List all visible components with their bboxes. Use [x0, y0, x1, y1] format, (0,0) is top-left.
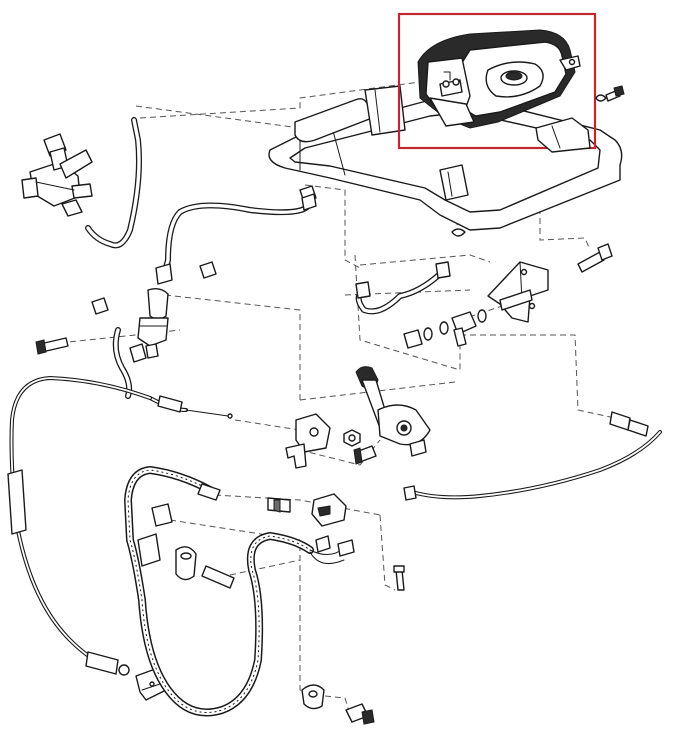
ground-bolt — [345, 703, 375, 725]
fuel-hose-lower — [112, 327, 133, 399]
fuel-filter — [137, 287, 169, 359]
fuel-tap-fitting — [403, 309, 487, 349]
throttle-bolt — [353, 445, 377, 465]
wiring-harness — [124, 466, 355, 717]
switch-block — [311, 493, 347, 527]
throttle-nut — [343, 429, 361, 447]
fuel-hose-upper — [85, 117, 142, 249]
switch-housing — [285, 413, 331, 469]
bolt-right — [577, 243, 613, 273]
throttle-cable-right — [403, 411, 662, 501]
bolt-left — [35, 337, 69, 355]
fuel-hose-middle — [161, 202, 311, 278]
rubber-grommets — [151, 503, 325, 710]
tank-screw — [595, 85, 625, 102]
spacer-pin — [201, 565, 235, 589]
fuel-valve — [21, 133, 93, 217]
frame-handle — [268, 85, 623, 237]
highlight-box — [397, 12, 597, 150]
fuel-tap-bracket — [487, 261, 549, 323]
throttle-lever — [355, 366, 431, 457]
pin-bolt — [393, 565, 405, 591]
tank-mount-bracket — [535, 117, 591, 153]
hose-clamps — [91, 185, 451, 363]
spade-connector — [267, 497, 291, 513]
fuel-hose-right — [355, 271, 443, 315]
choke-cable — [148, 395, 233, 419]
control-cable-long — [7, 376, 152, 676]
fuel-tank — [417, 29, 581, 129]
